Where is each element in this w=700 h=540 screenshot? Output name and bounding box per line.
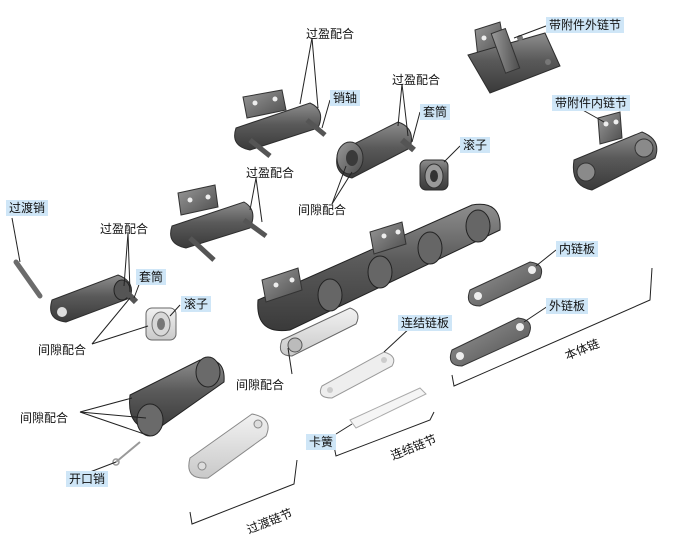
label-interference-fit-2: 过盈配合 bbox=[392, 73, 441, 87]
label-clearance-fit-3: 间隙配合 bbox=[236, 378, 285, 392]
label-outer-plate: 外链板 bbox=[546, 298, 589, 314]
transition-link-part bbox=[129, 356, 225, 437]
label-interference-fit-3: 过盈配合 bbox=[246, 166, 295, 180]
transition-plate-part bbox=[188, 413, 269, 479]
attachment-outer-link-part bbox=[467, 21, 561, 94]
assembled-chain-part bbox=[257, 203, 501, 357]
inner-plate-part bbox=[467, 261, 543, 307]
label-pin: 销轴 bbox=[330, 90, 361, 106]
label-roller-top: 滚子 bbox=[460, 137, 491, 153]
leader-lines bbox=[11, 25, 653, 525]
pin-link-plate-part bbox=[234, 89, 327, 158]
label-clearance-fit-4: 间隙配合 bbox=[20, 411, 69, 425]
label-inner-plate: 内链板 bbox=[556, 241, 599, 257]
bushing-link-part bbox=[336, 121, 416, 179]
label-connecting-plate: 连结链板 bbox=[398, 315, 453, 331]
connecting-plate-part bbox=[319, 351, 395, 399]
label-interference-fit-1: 过盈配合 bbox=[306, 27, 355, 41]
label-interference-fit-4: 过盈配合 bbox=[100, 222, 149, 236]
label-attachment-inner-link: 带附件内链节 bbox=[552, 95, 631, 111]
transition-bushing-link-part bbox=[50, 274, 139, 323]
label-bushing-left: 套筒 bbox=[136, 269, 167, 285]
outer-plate-part bbox=[449, 317, 531, 367]
label-bushing-top: 套筒 bbox=[420, 104, 451, 120]
pin-link-left-part bbox=[170, 184, 268, 262]
label-spring-clip: 卡簧 bbox=[306, 434, 337, 450]
label-clearance-fit-1: 间隙配合 bbox=[298, 203, 347, 217]
transition-pin-part bbox=[13, 259, 43, 299]
label-clearance-fit-2: 间隙配合 bbox=[38, 343, 87, 357]
label-attachment-outer-link: 带附件外链节 bbox=[546, 17, 625, 33]
attachment-inner-link-part bbox=[572, 111, 658, 191]
label-cotter-pin: 开口销 bbox=[66, 471, 109, 487]
label-transition-pin: 过渡销 bbox=[6, 200, 49, 216]
roller-left-part bbox=[145, 307, 177, 341]
cotter-pin-part bbox=[112, 441, 141, 466]
spring-clip-part bbox=[349, 387, 427, 429]
label-roller-left: 滚子 bbox=[181, 296, 212, 312]
roller-top-part bbox=[419, 159, 449, 191]
